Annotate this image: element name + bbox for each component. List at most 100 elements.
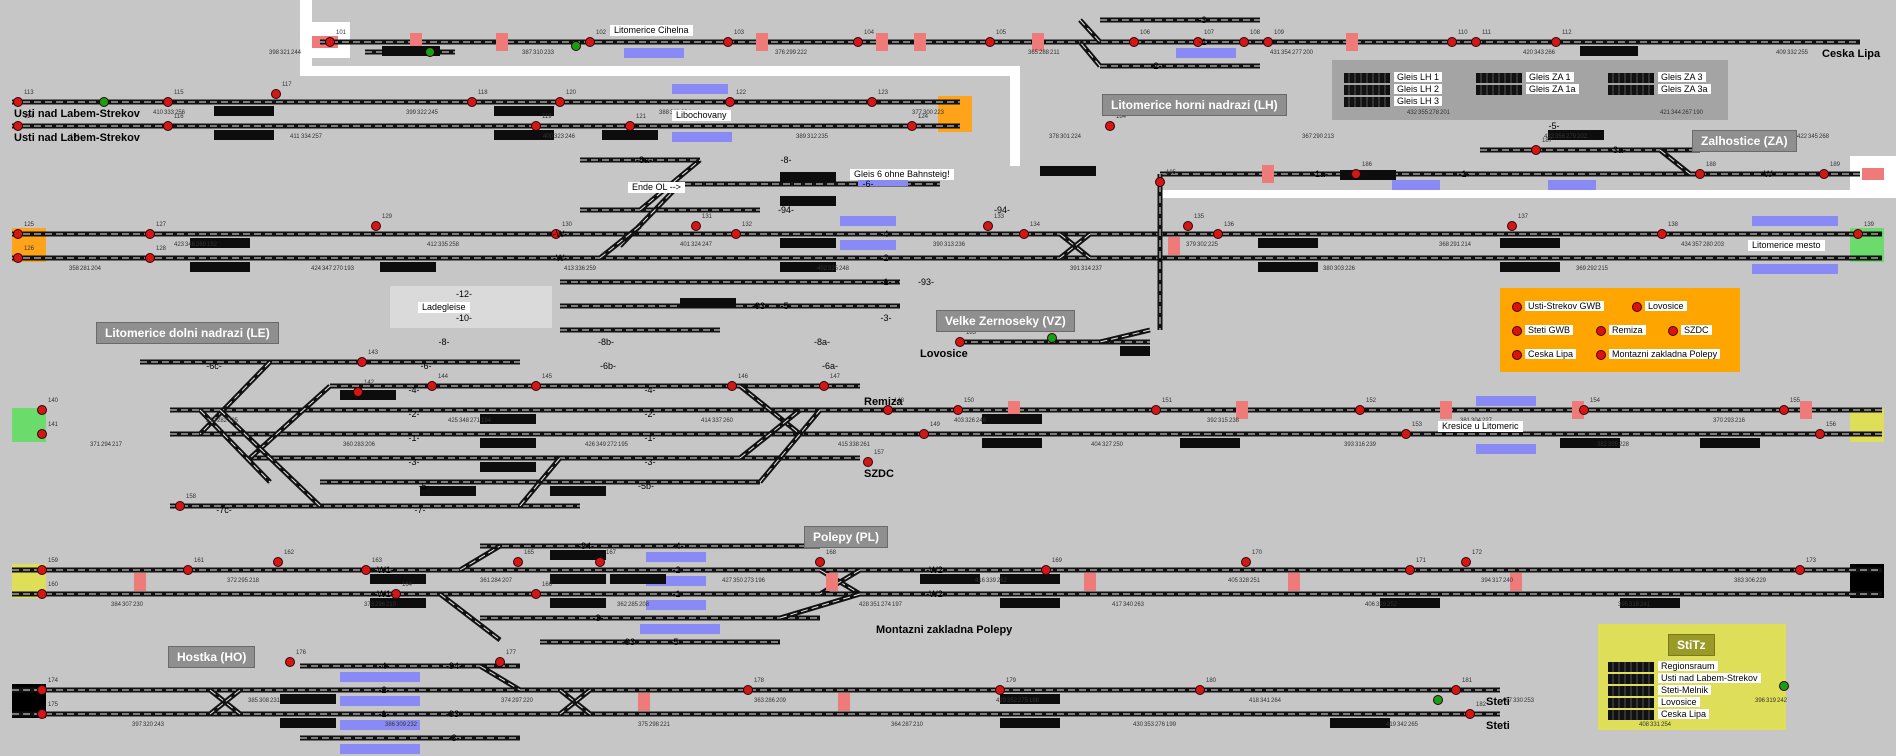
gleis-item[interactable]: Gleis ZA 1a	[1476, 84, 1579, 95]
signal-number: 371	[90, 442, 101, 448]
signal-number: 420	[1523, 50, 1534, 56]
signal-number: 356	[1555, 134, 1566, 140]
stitz-item[interactable]: Regionsraum	[1608, 661, 1718, 672]
signal-number: 305	[1608, 442, 1619, 448]
signal-icon	[1401, 429, 1411, 439]
signal-number: 181	[1462, 678, 1473, 684]
tag-cihelna: Litomerice Cihelna	[610, 25, 693, 36]
platform	[672, 84, 728, 94]
block-indicator	[480, 462, 536, 472]
signal-number: 107	[1204, 30, 1215, 36]
signal-icon	[1507, 221, 1517, 231]
signal-number: 192	[207, 242, 218, 248]
white-frame-right-v	[1010, 66, 1020, 166]
signal-number: 301	[1060, 134, 1071, 140]
signal-number: 140	[48, 398, 59, 404]
gwb-item[interactable]: Usti-Strekov GWB	[1512, 301, 1605, 312]
signal-number: 162	[284, 550, 295, 556]
gleis-item[interactable]: Gleis LH 1	[1344, 72, 1443, 83]
signal-number: 294	[101, 442, 112, 448]
signal-icon	[361, 565, 371, 575]
signal-icon	[1795, 565, 1805, 575]
block-indicator	[982, 414, 1042, 424]
block-indicator	[550, 598, 606, 608]
signal-number: 224	[1071, 134, 1082, 140]
stitz-item[interactable]: Ceska Lipa	[1608, 709, 1710, 720]
track-label: -W2-	[926, 565, 946, 575]
signal-number: 184	[1116, 114, 1127, 120]
signal-number: 354	[1281, 50, 1292, 56]
occupied-section	[1032, 33, 1044, 51]
signal-icon	[13, 97, 23, 107]
signal-number: 390	[933, 242, 944, 248]
block-indicator	[1340, 170, 1396, 180]
signal-icon	[1263, 37, 1273, 47]
signal-number: 372	[227, 578, 238, 584]
track-sleeper	[739, 409, 801, 459]
gleis-item[interactable]: Gleis LH 3	[1344, 96, 1443, 107]
signal-icon	[13, 229, 23, 239]
gwb-item[interactable]: Lovosice	[1632, 301, 1687, 312]
gwb-item[interactable]: SZDC	[1668, 325, 1712, 336]
signal-number: 386	[385, 722, 396, 728]
signal-icon	[1213, 229, 1223, 239]
signal-icon	[1447, 37, 1457, 47]
signal-number: 157	[874, 450, 885, 456]
track-label: -93-	[446, 709, 462, 719]
stitz-item[interactable]: Steti-Melnik	[1608, 685, 1712, 696]
signal-icon	[13, 121, 23, 131]
signal-number: 156	[1826, 422, 1837, 428]
track-label: -5b-	[638, 481, 654, 491]
block-indicator	[280, 694, 336, 704]
gleis-item[interactable]: Gleis LH 2	[1344, 84, 1443, 95]
signal-icon	[1193, 37, 1203, 47]
station-title-stitz: StiTz	[1668, 634, 1715, 656]
signal-number: 232	[407, 722, 418, 728]
track-label: -2-	[673, 565, 684, 575]
gwb-item[interactable]: Ceska Lipa	[1512, 349, 1577, 360]
signal-number: 282	[217, 418, 228, 424]
signal-number: 268	[1819, 134, 1830, 140]
gwb-item[interactable]: Steti GWB	[1512, 325, 1574, 336]
white-frame-top-h	[300, 66, 1020, 76]
signal-number: 332	[1787, 50, 1798, 56]
signal-icon	[691, 221, 701, 231]
signal-number: 229	[1756, 578, 1767, 584]
platform	[340, 720, 420, 730]
gleis-item[interactable]: Gleis ZA 1	[1476, 72, 1574, 83]
signal-number: 200	[1303, 50, 1314, 56]
track-label: -4-	[645, 385, 656, 395]
signal-icon	[1129, 37, 1139, 47]
signal-number: 136	[1224, 222, 1235, 228]
block-indicator	[494, 106, 554, 116]
block-indicator	[1258, 262, 1318, 272]
signal-number: 296	[375, 602, 386, 608]
signal-number: 431	[1270, 50, 1281, 56]
signal-icon	[815, 557, 825, 567]
track-label: -1-	[673, 589, 684, 599]
track-label: -4-	[409, 385, 420, 395]
signal-number: 176	[296, 650, 307, 656]
signal-number: 422	[1797, 134, 1808, 140]
occupied-section	[134, 573, 146, 591]
platform	[340, 672, 420, 682]
stitz-item[interactable]: Usti nad Labem-Strekov	[1608, 673, 1761, 684]
occupied-section	[1084, 573, 1096, 591]
signal-number: 328	[1239, 578, 1250, 584]
gleis-item[interactable]: Gleis ZA 3	[1608, 72, 1706, 83]
signal-number: 308	[259, 698, 270, 704]
signal-number: 123	[878, 90, 889, 96]
signal-icon	[551, 229, 561, 239]
gleis-item[interactable]: Gleis ZA 3a	[1608, 84, 1711, 95]
signal-number: 109	[1274, 30, 1285, 36]
gwb-item[interactable]: Remiza	[1596, 325, 1646, 336]
signal-number: 331	[1650, 722, 1661, 728]
tag-mesto: Litomerice mesto	[1748, 240, 1825, 251]
signal-number: 104	[864, 30, 875, 36]
stitz-item[interactable]: Lovosice	[1608, 697, 1700, 708]
gwb-item[interactable]: Montazni zakladna Polepy	[1596, 349, 1721, 360]
signal-number: 235	[818, 134, 829, 140]
signal-number: 397	[132, 722, 143, 728]
track-state-icon	[1476, 72, 1522, 83]
